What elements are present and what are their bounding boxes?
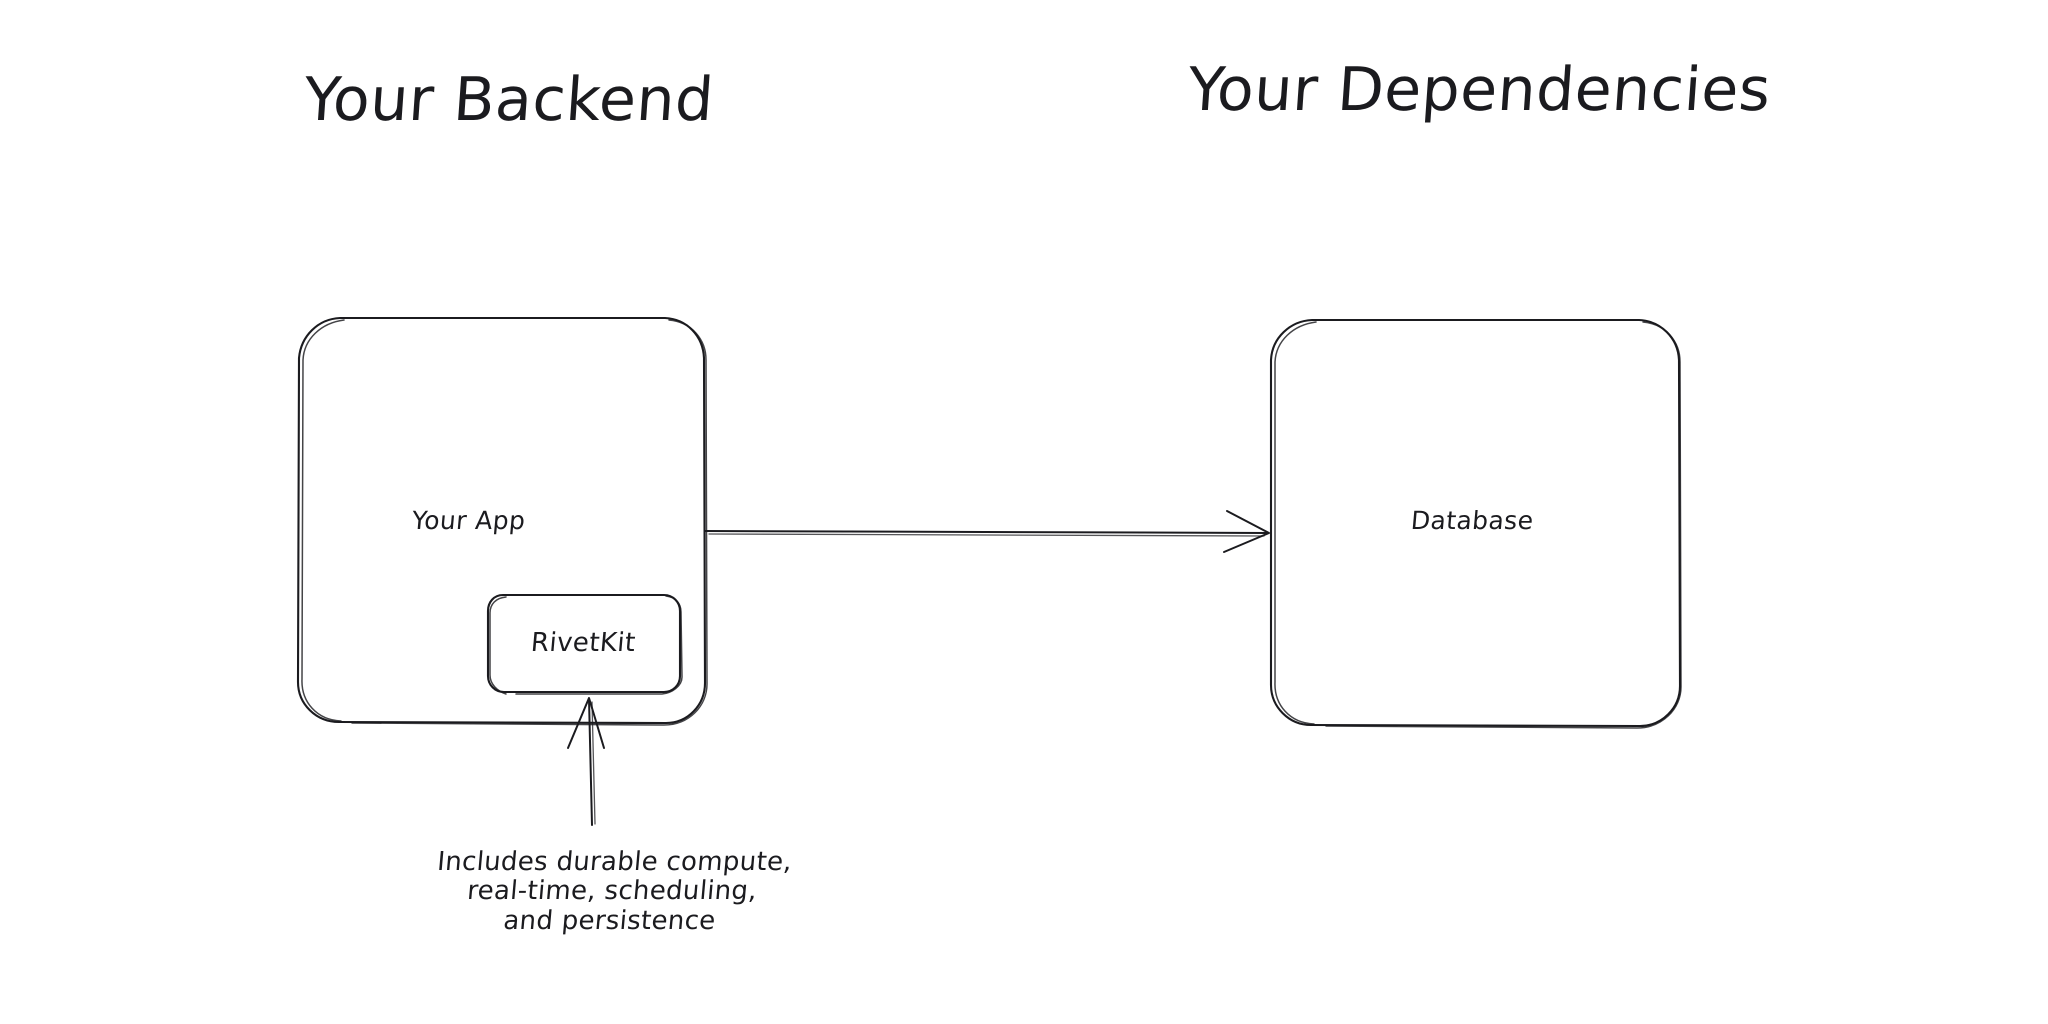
group-title-dependencies: Your Dependencies (1185, 55, 1773, 125)
annotation-line-2: real-time, scheduling, (465, 876, 759, 907)
node-database-shape[interactable] (1269, 318, 1682, 729)
annotation-line-1: Includes durable compute, (436, 847, 794, 877)
node-label-database: Database (1409, 506, 1535, 535)
edge-app-to-database[interactable] (704, 510, 1270, 553)
edge-note-to-rivetkit[interactable] (567, 697, 605, 826)
node-label-your-app: Your App (410, 506, 527, 535)
annotation-line-3: and persistence (502, 905, 717, 936)
node-label-rivetkit: RivetKit (529, 628, 637, 658)
group-title-backend: Your Backend (301, 65, 717, 135)
annotation-rivetkit-note: Includes durable compute, real-time, sch… (348, 847, 876, 936)
node-rivetkit-shape[interactable] (486, 593, 683, 695)
node-your-app-shape[interactable] (296, 316, 708, 726)
